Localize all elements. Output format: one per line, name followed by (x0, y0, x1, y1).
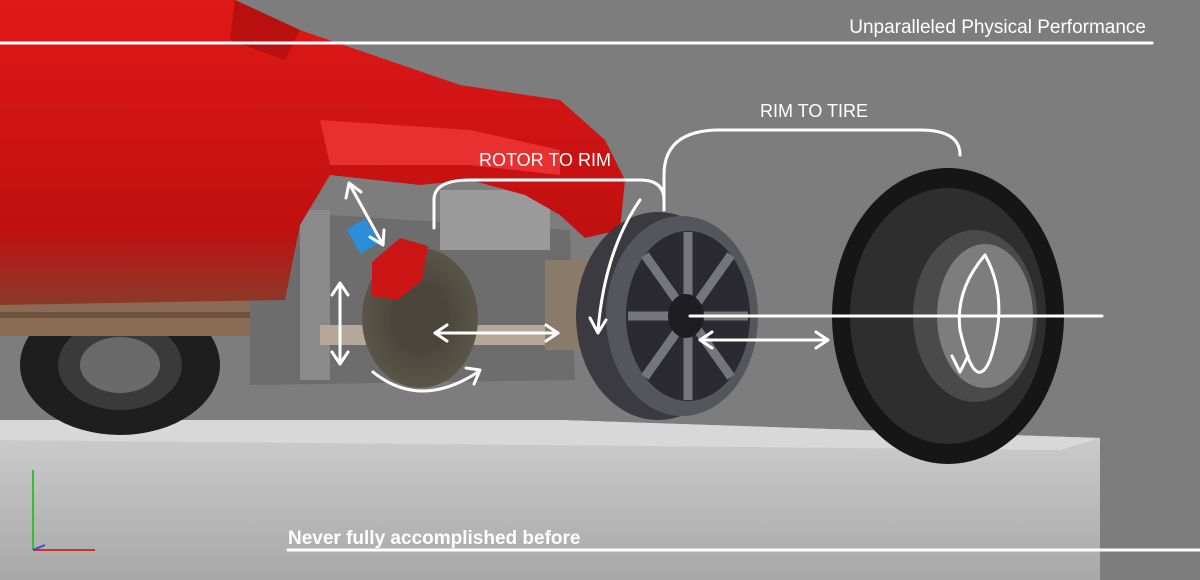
rim-to-tire-label: RIM TO TIRE (760, 101, 869, 121)
footer-caption: Never fully accomplished before (288, 528, 581, 549)
annotation-lines (0, 41, 1200, 552)
rotor-to-rim-label: ROTOR TO RIM (479, 150, 612, 170)
axis-gizmo (32, 470, 95, 551)
detached-rim (576, 212, 758, 420)
motion-arrows (330, 181, 1001, 393)
car-body (0, 0, 625, 305)
page-title: Unparalleled Physical Performance (849, 17, 1146, 38)
chassis-frame (0, 190, 590, 385)
concrete-slab (0, 420, 1100, 580)
damper (346, 218, 380, 254)
brake-caliper (372, 238, 428, 300)
